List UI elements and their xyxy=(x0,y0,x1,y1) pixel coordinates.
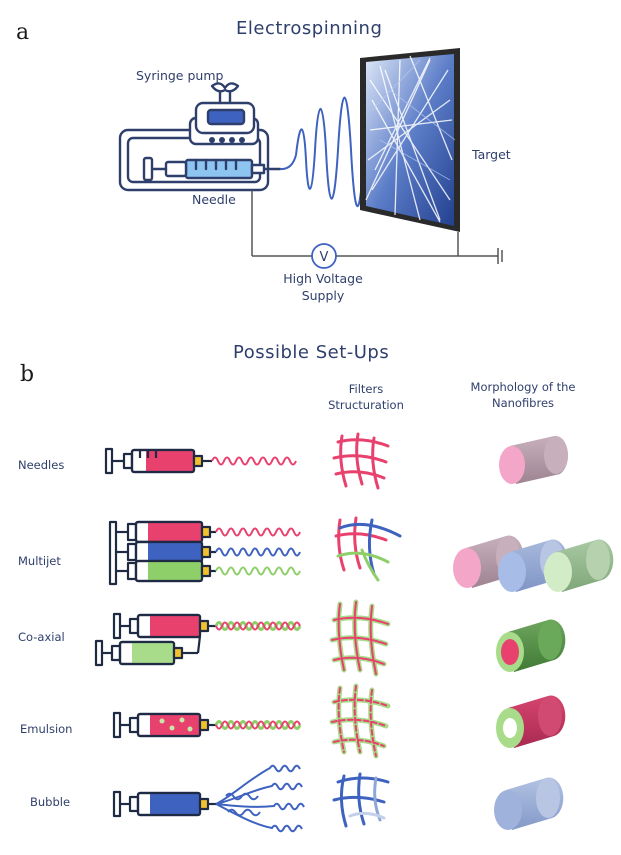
syringe-bubble xyxy=(112,790,216,818)
morph-header-line1: Morphology of the xyxy=(470,380,576,394)
syringe-needles xyxy=(104,447,212,475)
needle-label: Needle xyxy=(192,192,236,207)
nanofibre-bubble xyxy=(494,777,564,830)
fiber-multijet-blue xyxy=(215,547,301,557)
fiber-coaxial-pink xyxy=(215,621,301,631)
row-label-emulsion: Emulsion xyxy=(20,722,73,736)
fiber-multijet-pink xyxy=(215,527,301,537)
nanofibre-needles xyxy=(499,436,568,484)
target-collector xyxy=(360,48,460,232)
panel-a-letter: a xyxy=(16,20,30,45)
syringe-pump xyxy=(118,82,282,192)
filter-mesh-coaxial xyxy=(329,599,391,677)
syringe-multijet xyxy=(108,520,216,586)
morph-header-line2: Nanofibres xyxy=(491,396,555,410)
row-label-bubble: Bubble xyxy=(30,795,71,809)
jet-line xyxy=(279,154,297,171)
row-label-multijet: Multijet xyxy=(18,554,61,568)
fiber-bubble xyxy=(215,764,305,833)
fiber-emulsion-pink xyxy=(215,720,301,730)
row-label-needles: Needles xyxy=(18,458,65,472)
fiber-needles xyxy=(211,456,297,466)
circuit-wires xyxy=(251,190,503,264)
panel-a-title: Electrospinning xyxy=(236,18,383,39)
filter-mesh-emulsion xyxy=(329,683,391,759)
nanofibre-multijet xyxy=(453,535,614,592)
filter-mesh-bubble xyxy=(332,772,390,828)
nanofibre-coaxial xyxy=(496,619,566,672)
filter-mesh-needles xyxy=(332,432,390,490)
row-label-coaxial: Co-axial xyxy=(18,630,65,644)
hv-label-line1: High Voltage xyxy=(283,271,363,286)
whipping-jet xyxy=(295,96,365,207)
syringe-coaxial xyxy=(94,612,216,667)
syringe-pump-label: Syringe pump xyxy=(136,68,224,83)
panel-b-letter: b xyxy=(20,362,35,387)
target-label: Target xyxy=(472,147,511,162)
syringe-emulsion xyxy=(112,711,216,739)
fiber-multijet-green xyxy=(215,566,301,576)
filter-mesh-multijet xyxy=(334,516,402,582)
voltage-symbol: V xyxy=(320,250,329,265)
hv-label-line2: Supply xyxy=(301,288,345,303)
filters-header-line2: Structuration xyxy=(328,398,404,412)
panel-b-title: Possible Set-Ups xyxy=(233,342,390,363)
nanofibre-emulsion xyxy=(496,695,566,748)
filters-header-line1: Filters xyxy=(348,382,384,396)
voltmeter-symbol: V xyxy=(311,243,337,269)
